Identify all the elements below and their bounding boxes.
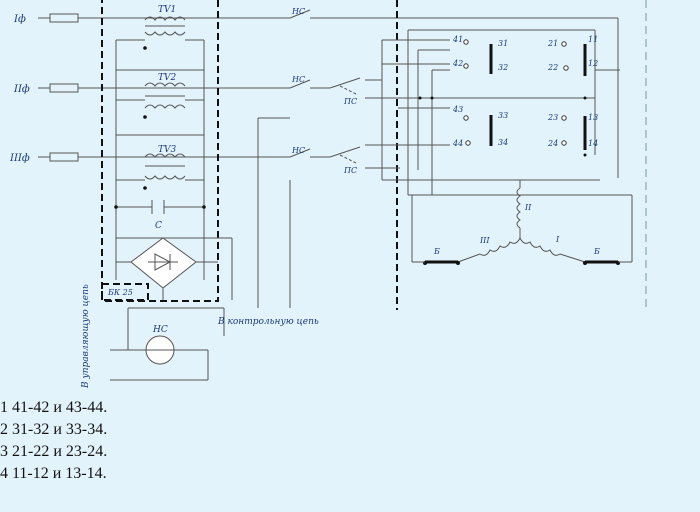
contactor-coil: НС — [110, 238, 233, 381]
contact-42-label: 42 — [452, 59, 463, 68]
contact-44-label: 44 — [452, 139, 463, 148]
contact-group-43-44: 43 44 33 34 — [452, 105, 508, 148]
contact-group-41-42: 41 42 31 32 — [452, 35, 508, 74]
ps-upper-label: ПС — [343, 97, 357, 106]
switch-wiring — [381, 18, 632, 196]
ns-contact-2-label: НС — [291, 75, 305, 84]
contact-23-label: 23 — [547, 113, 558, 122]
ns-contacts: НС НС НС — [289, 7, 330, 158]
brake-right: Б — [583, 247, 620, 265]
contact-group-21-22-11-12: 21 22 11 12 — [547, 35, 598, 76]
ns-contact-3-label: НС — [291, 146, 305, 155]
transformer-wiring: C — [114, 39, 232, 280]
fuses — [38, 13, 79, 162]
contact-group-23-24-13-14: 23 24 13 14 — [547, 113, 598, 150]
phase-1-label: Iф — [13, 14, 26, 25]
bk-block-border — [101, 283, 149, 301]
tv1-label: TV1 — [158, 5, 176, 15]
tv3-label: TV3 — [158, 145, 177, 155]
capacitor-label: C — [155, 221, 162, 231]
contact-43-label: 43 — [452, 105, 463, 114]
brake-right-label: Б — [593, 247, 600, 256]
phase-lines — [78, 17, 618, 158]
bk-label: БК 25 — [107, 288, 133, 297]
contact-13-label: 13 — [588, 113, 598, 122]
legend-line-4: 4 11-12 и 13-14. — [0, 465, 107, 482]
contact-31-label: 31 — [498, 39, 508, 48]
phase-3-label: IIIф — [9, 153, 30, 164]
motor-windings: II I III — [457, 180, 586, 263]
control-chain-label: В контрольную цепь — [217, 317, 319, 327]
winding-1-label: I — [555, 235, 560, 244]
phase-2-label: IIф — [13, 84, 30, 95]
legend-line-1: 1 41-42 и 43-44. — [0, 399, 108, 416]
brake-left-label: Б — [433, 247, 440, 256]
ns-contact-1-label: НС — [291, 7, 305, 16]
bridge-rectifier — [130, 237, 197, 289]
ps-lower-label: ПС — [343, 166, 357, 175]
contact-21-label: 21 — [547, 39, 558, 48]
transformer-tv3: TV3 — [143, 145, 186, 190]
contact-32-label: 32 — [498, 63, 508, 72]
motor-frame-wires — [411, 195, 633, 263]
contact-14-label: 14 — [588, 139, 598, 148]
contact-34-label: 34 — [498, 138, 508, 147]
tv2-label: TV2 — [158, 73, 177, 83]
winding-2-label: II — [524, 203, 532, 212]
contact-24-label: 24 — [547, 139, 558, 148]
transformer-tv1: TV1 — [143, 5, 186, 50]
ps-switch-lower: ПС — [329, 144, 382, 175]
legend-line-3: 3 21-22 и 23-24. — [0, 443, 108, 460]
legend-line-2: 2 31-32 и 33-34. — [0, 421, 108, 438]
ps-switch-upper: ПС — [329, 77, 382, 106]
contact-12-label: 12 — [588, 59, 598, 68]
brake-left: Б — [423, 247, 460, 265]
contact-22-label: 22 — [547, 63, 558, 72]
winding-3-label: III — [479, 236, 490, 245]
contact-legend: 1 41-42 и 43-44. 2 31-32 и 33-34. 3 21-2… — [0, 397, 107, 485]
contact-11-label: 11 — [588, 35, 598, 44]
contact-41-label: 41 — [452, 35, 463, 44]
contact-33-label: 33 — [498, 111, 508, 120]
transformer-tv2: TV2 — [143, 73, 186, 119]
transformer-block-border — [101, 0, 219, 302]
control-chain-wires — [257, 117, 291, 308]
contactor-coil-label: НС — [152, 325, 168, 335]
control-circuit-label: В управляющую цепь — [81, 284, 91, 389]
